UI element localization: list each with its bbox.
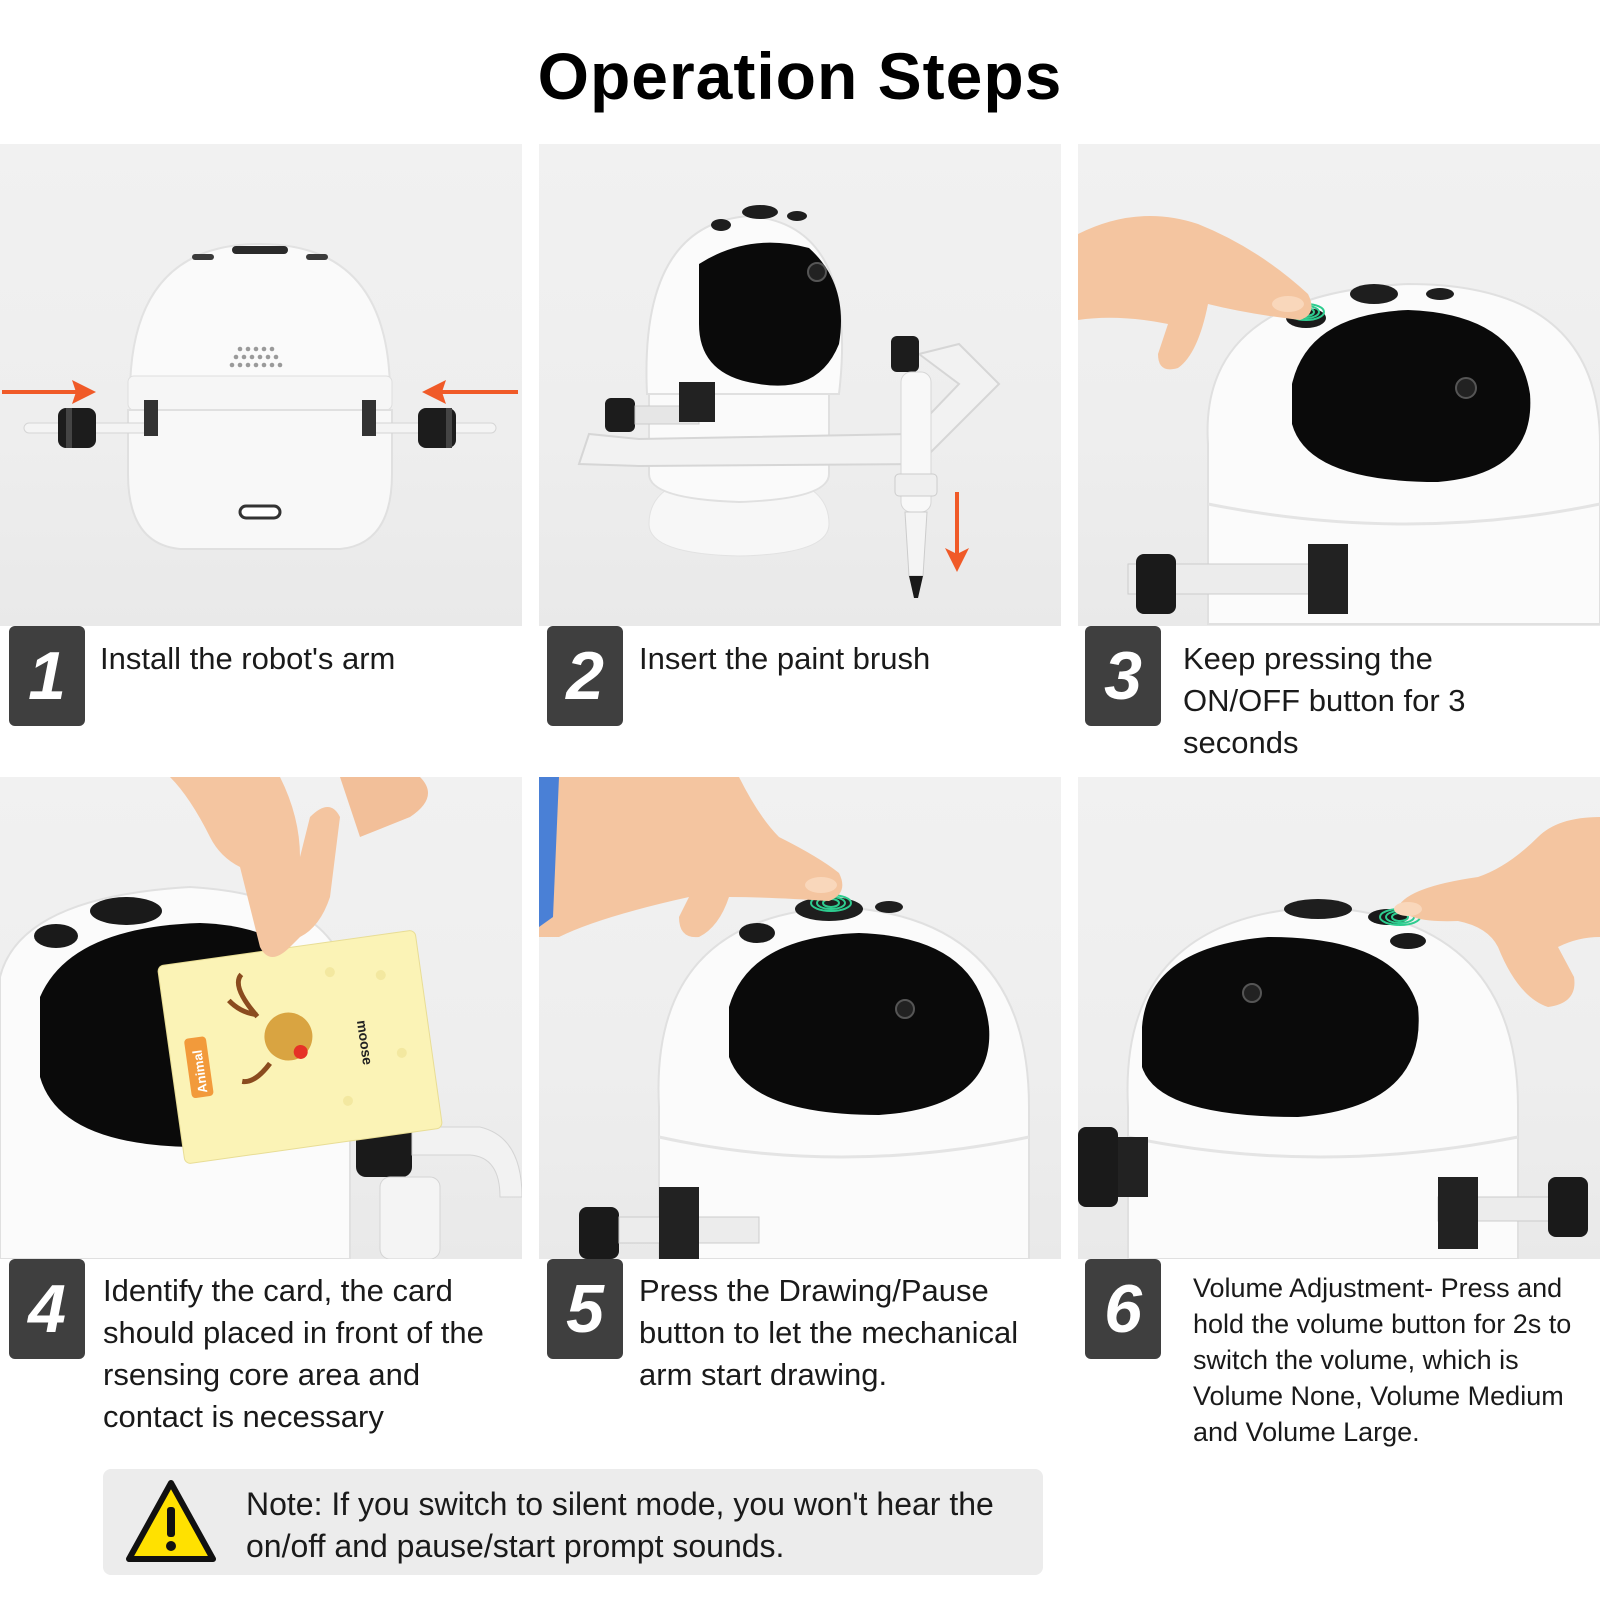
step-2-caption: Insert the paint brush <box>639 641 931 676</box>
step-6-caption: Volume Adjustment- Press and hold the vo… <box>1193 1273 1572 1447</box>
step-3-image <box>1078 144 1600 626</box>
step-2-image <box>539 144 1061 626</box>
page-title: Operation Steps <box>537 39 1063 113</box>
step-2-badge: 2 <box>547 626 623 726</box>
warning-icon <box>126 1480 216 1562</box>
step-4-caption: Identify the card, the card should place… <box>103 1273 484 1434</box>
step-3-badge: 3 <box>1085 626 1161 726</box>
card-word: moose <box>354 1019 376 1066</box>
step-1-caption: Install the robot's arm <box>100 641 396 676</box>
step-5-caption: Press the Drawing/Pause button to let th… <box>639 1273 1019 1392</box>
step-4-badge: 4 <box>9 1259 85 1359</box>
step-3-caption: Keep pressing the ON/OFF button for 3 se… <box>1183 641 1466 760</box>
step-6-image <box>1078 777 1600 1259</box>
step-1-badge: 1 <box>9 626 85 726</box>
step-5-badge: 5 <box>547 1259 623 1359</box>
step-6-badge: 6 <box>1085 1259 1161 1359</box>
step-5-image <box>539 777 1061 1259</box>
card-category: Animal <box>189 1049 210 1094</box>
note-text: Note: If you switch to silent mode, you … <box>246 1486 994 1564</box>
step-4-image: Animal moose <box>0 777 522 1259</box>
note-box: Note: If you switch to silent mode, you … <box>103 1469 1043 1575</box>
step-1-image <box>0 144 522 626</box>
